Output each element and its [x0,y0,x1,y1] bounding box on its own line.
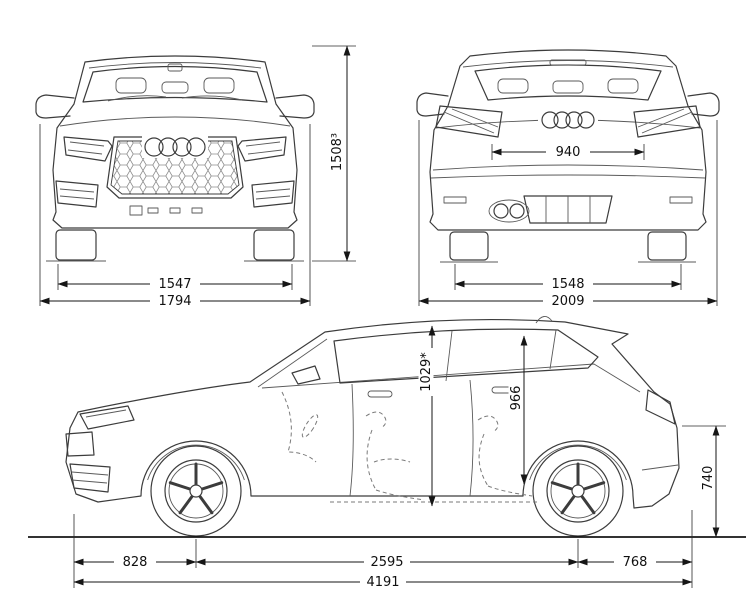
rear-mirror-right [687,92,720,117]
wheel-arch-inner-rear [529,444,627,481]
rear-interior [497,59,639,94]
front-roofline [88,62,262,69]
rear-bumper-crease [641,464,679,471]
front-tire-left [55,229,97,261]
brake-light [549,59,587,66]
beltline [261,363,641,393]
rear-tire-left [449,231,489,261]
rearview-mirror-icon [167,63,183,72]
rear-mirror-left [416,92,449,117]
front-intake-left [55,180,99,208]
dim-rear-width-label: 2009 [551,294,584,309]
dim-label-bg [150,294,200,308]
front-mirror-right [275,94,315,119]
audi-rings-icon [538,110,598,130]
dim-front-overhang-label: 828 [123,555,148,570]
dim-label-bg [114,555,156,569]
headlight-right [237,136,287,162]
front-view-dimensions: 1547 1794 1508³ [39,45,356,309]
dim-label-bg [546,145,590,159]
dim-label-bg [360,575,406,589]
dim-rear-track-label: 1548 [551,277,584,292]
reflector-left [443,196,467,204]
windshield-inner [257,338,328,388]
exhaust-pipes [488,199,530,223]
rear-body-outline [429,49,707,231]
headrest-right [203,77,235,94]
front-intake-right [251,180,295,208]
side-mirror [291,365,321,385]
front-view-drawing [35,55,315,262]
front-body-outline [52,55,298,229]
antenna-fin [535,316,553,324]
dim-label-bg [150,277,200,291]
dim-rear-headroom-label: 966 [509,386,524,411]
headrest-left [115,77,147,94]
rear-tire-right [647,231,687,261]
door-handle-front [367,390,393,398]
rear-window [474,64,662,101]
wipers [107,95,243,102]
taillight-left [435,105,503,138]
bumper-crease [430,174,706,179]
wheel-arch-inner-front [147,444,245,481]
dim-label-bg [700,460,716,496]
dim-label-bg [614,555,656,569]
dim-rear-opening-label: 940 [556,145,581,160]
headrest-center [161,81,189,94]
front-tire-right [253,229,295,261]
side-front-bumper [65,431,111,493]
dim-front-height-label: 1508³ [330,133,345,171]
dim-front-headroom-label: 1029* [419,352,434,392]
dim-label-bg [418,348,434,396]
hood-crease [59,116,291,127]
audi-rings-icon [142,136,208,158]
rear-view-dimensions: 940 1548 2009 [418,120,718,309]
rear-wheel [532,445,624,537]
front-bumper-details [129,205,203,216]
dim-front-track-label: 1547 [158,277,191,292]
side-glass [333,328,599,384]
dim-rear-height-label: 740 [701,466,716,491]
dim-label-bg [508,380,524,416]
side-view-drawing [65,316,680,537]
front-windshield [82,65,268,103]
dim-label-bg [330,128,345,176]
dim-wheelbase-label: 2595 [370,555,403,570]
dim-label-bg [543,294,593,308]
headrest-right [607,78,639,94]
rear-view-drawing [416,49,720,263]
front-wheel [150,445,242,537]
dim-front-width-label: 1794 [158,294,191,309]
dim-rear-overhang-label: 768 [623,555,648,570]
headrest-center [552,80,584,94]
front-interior [107,63,243,102]
interior-dashed-outlines [281,391,540,503]
side-headlight [79,405,135,430]
door-cut-lines [349,379,474,497]
rear-spoiler-line [462,60,674,68]
tailgate-crease [432,164,704,171]
side-view-dimensions: 1029* 966 740 828 2595 768 4191 [28,325,746,590]
dim-label-bg [364,555,410,569]
dim-label-bg [543,277,593,291]
headlight-left [63,136,113,162]
reflector-right [669,196,693,204]
dim-overall-length-label: 4191 [366,575,399,590]
side-body-outline [65,318,680,509]
rear-diffuser [523,195,613,224]
taillight-right [633,105,701,138]
headrest-left [497,78,529,94]
front-mirror-left [35,94,75,119]
side-taillight [645,389,676,425]
